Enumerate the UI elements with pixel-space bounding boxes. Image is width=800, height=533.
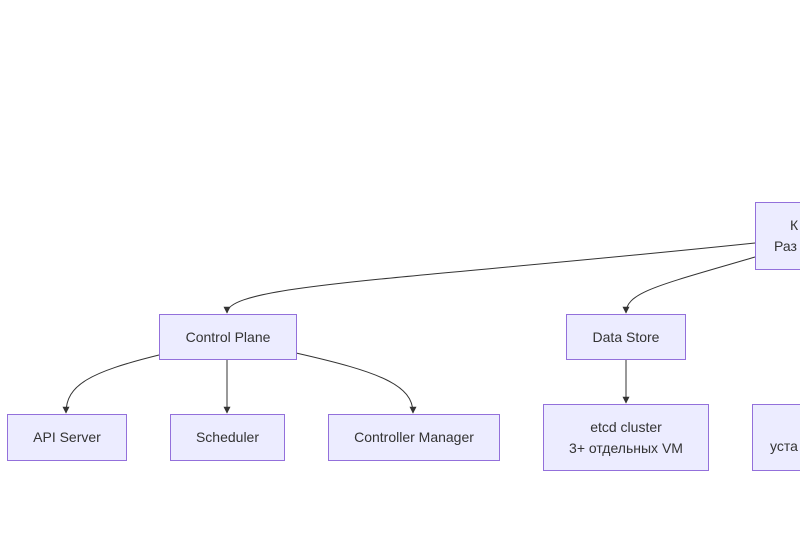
etcd-node: etcd cluster 3+ отдельных VM bbox=[543, 404, 709, 471]
root-line-1: К bbox=[790, 217, 799, 233]
edge-root-control-plane bbox=[223, 242, 756, 314]
scheduler-label: Scheduler bbox=[195, 429, 260, 445]
etcd-line-2: 3+ отдельных VM bbox=[569, 439, 683, 456]
data-store-label: Data Store bbox=[592, 328, 660, 345]
edge-root-data-store bbox=[622, 256, 756, 314]
edge-control-plane-controller-manager bbox=[295, 352, 417, 414]
api-server-label: API Server bbox=[33, 429, 101, 445]
root-node: К Раз bbox=[755, 202, 800, 270]
controller-manager-label: Controller Manager bbox=[354, 429, 474, 445]
control-plane-node: Control Plane bbox=[159, 314, 297, 360]
etcd-line-1: etcd cluster bbox=[590, 418, 662, 435]
right-bottom-line: уста bbox=[770, 438, 798, 454]
controller-manager-node: Controller Manager bbox=[328, 414, 500, 461]
data-store-node: Data Store bbox=[566, 314, 686, 360]
right-bottom-node: уста bbox=[752, 404, 800, 471]
api-server-node: API Server bbox=[7, 414, 127, 461]
root-line-2: Раз bbox=[774, 238, 797, 254]
scheduler-node: Scheduler bbox=[170, 414, 285, 461]
control-plane-label: Control Plane bbox=[185, 328, 271, 345]
edge-control-plane-api-server bbox=[62, 354, 160, 414]
